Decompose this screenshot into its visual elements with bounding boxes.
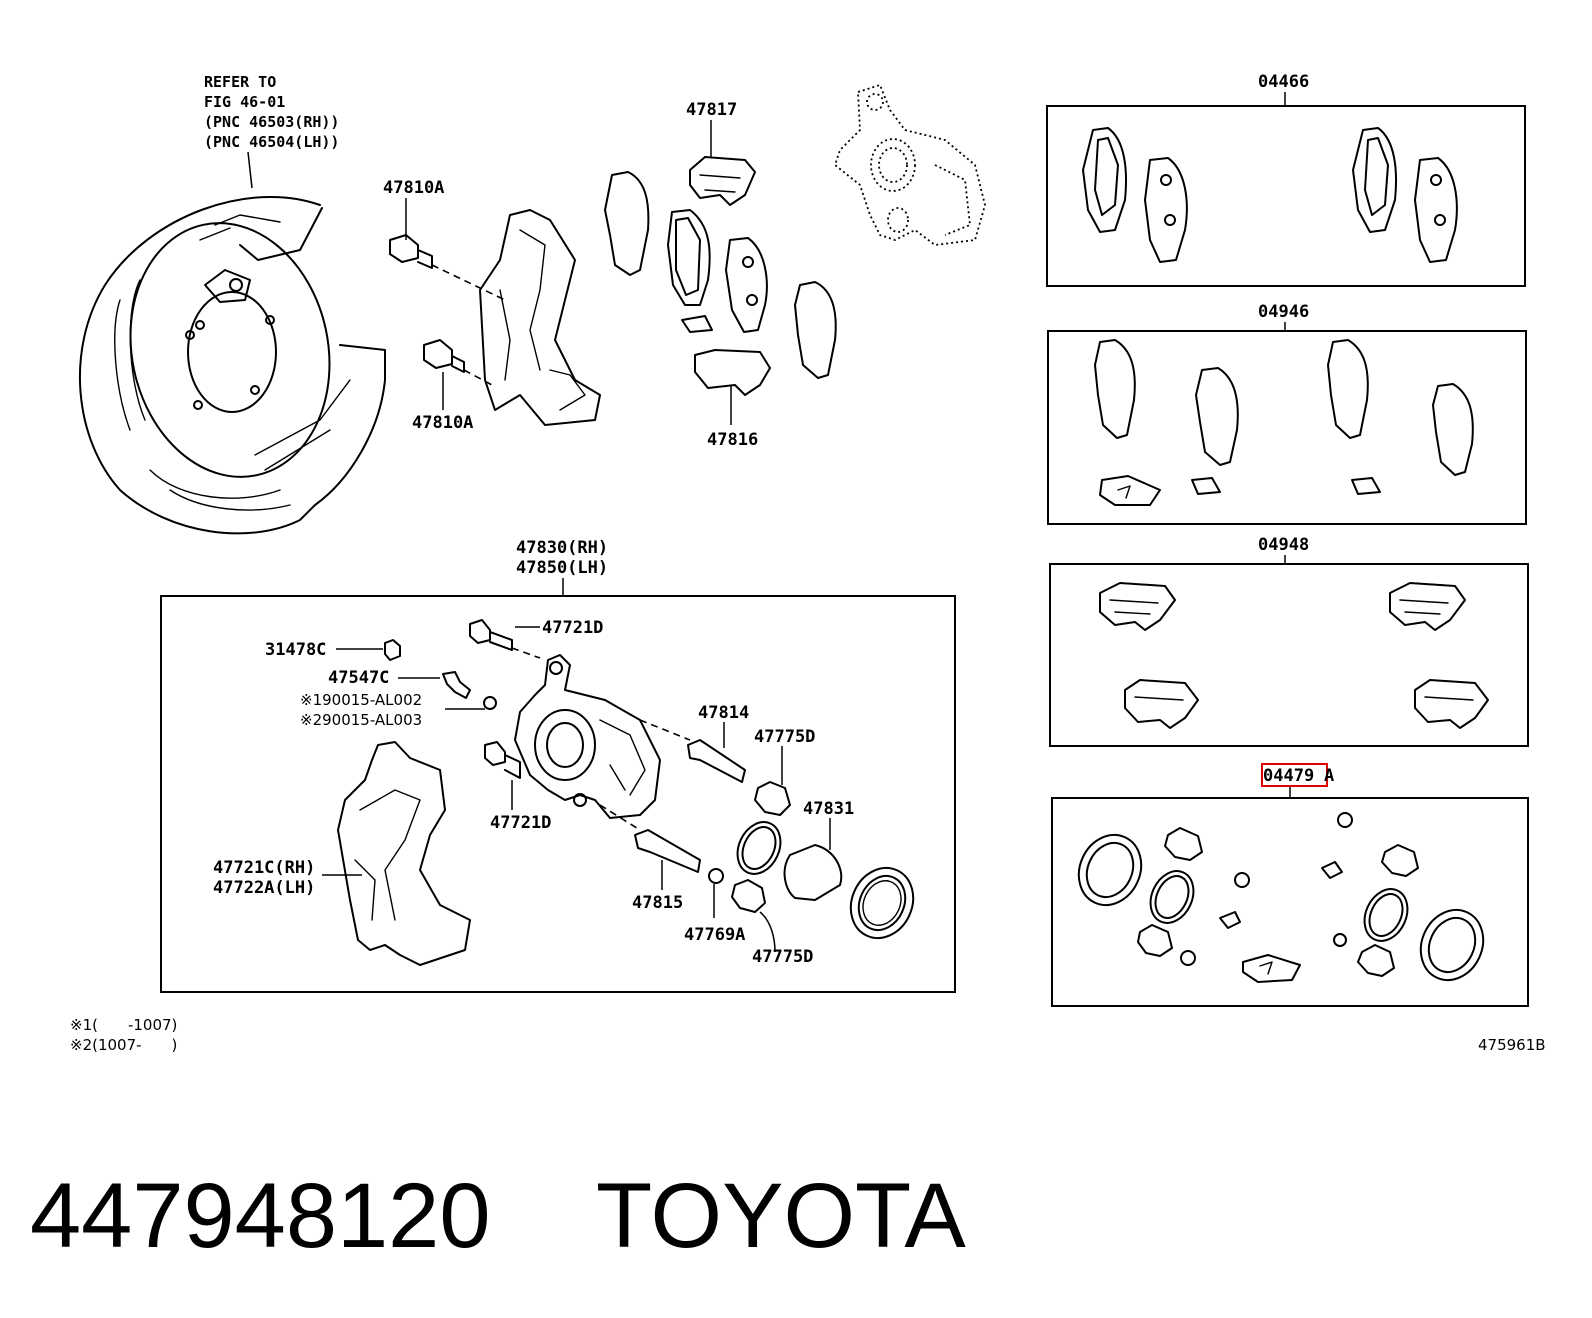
part-47810a-bottom-label: 47810A [412,413,473,433]
kit-04466-box: 04466 [1046,72,1526,287]
part-47721c-rh-label: 47721C(RH) [213,858,315,878]
part-47817-label: 47817 [686,100,737,120]
part-47775d-top-label: 47775D [754,727,815,747]
part-number-title: 447948120 [30,1165,491,1267]
part-47722a-lh-label: 47722A(LH) [213,878,315,898]
part-47830-rh-label: 47830(RH) [516,538,608,558]
part-47721d-mid-label: 47721D [490,813,551,833]
part-47831-label: 47831 [803,799,854,819]
figure-code: 475961B [1478,1036,1546,1054]
part-47547c-label: 47547C [328,668,389,688]
note-290015-label: ※290015-AL003 [300,711,422,729]
kit-04948-label: 04948 [1258,535,1309,555]
part-47769a-label: 47769A [684,925,745,945]
kit-04946-label: 04946 [1258,302,1309,322]
refer-to-label: REFER TO [204,73,276,91]
caliper-assembly-box: 47830(RH) 47850(LH) 31478C 47547C ※19001… [160,538,956,993]
note-190015-label: ※190015-AL002 [300,691,422,709]
pnc-rh-label: (PNC 46503(RH)) [204,113,339,131]
part-47816-label: 47816 [707,430,758,450]
kit-04479-number-label: 04479 [1263,766,1314,786]
kit-04466-label: 04466 [1258,72,1309,92]
part-47850-lh-label: 47850(LH) [516,558,608,578]
part-47775d-bottom-label: 47775D [752,947,813,967]
fig-reference-label: FIG 46-01 [204,93,285,111]
pads-and-shims-drawing: 47817 47816 [604,100,837,450]
part-47810a-top-label: 47810A [383,178,444,198]
part-47815-label: 47815 [632,893,683,913]
kit-04479-suffix-label: A [1324,766,1334,786]
part-31478c-label: 31478C [265,640,326,660]
part-47814-label: 47814 [698,703,749,723]
dotted-caliper-drawing [833,83,986,246]
brand-title: TOYOTA [596,1165,966,1267]
pnc-lh-label: (PNC 46504(LH)) [204,133,339,151]
kit-04946-box: 04946 [1047,302,1527,525]
kit-04479-highlight [1261,763,1328,787]
mounting-bracket-drawing: 47810A 47810A [383,178,601,433]
kit-04479-box: 04479 A [1051,763,1529,1007]
part-47721d-top-label: 47721D [542,618,603,638]
backing-plate-drawing: REFER TO FIG 46-01 (PNC 46503(RH)) (PNC … [78,73,386,535]
footnote-1: ※1( -1007) [70,1016,177,1034]
footnote-2: ※2(1007- ) [70,1036,177,1054]
kit-04948-box: 04948 [1049,535,1529,747]
